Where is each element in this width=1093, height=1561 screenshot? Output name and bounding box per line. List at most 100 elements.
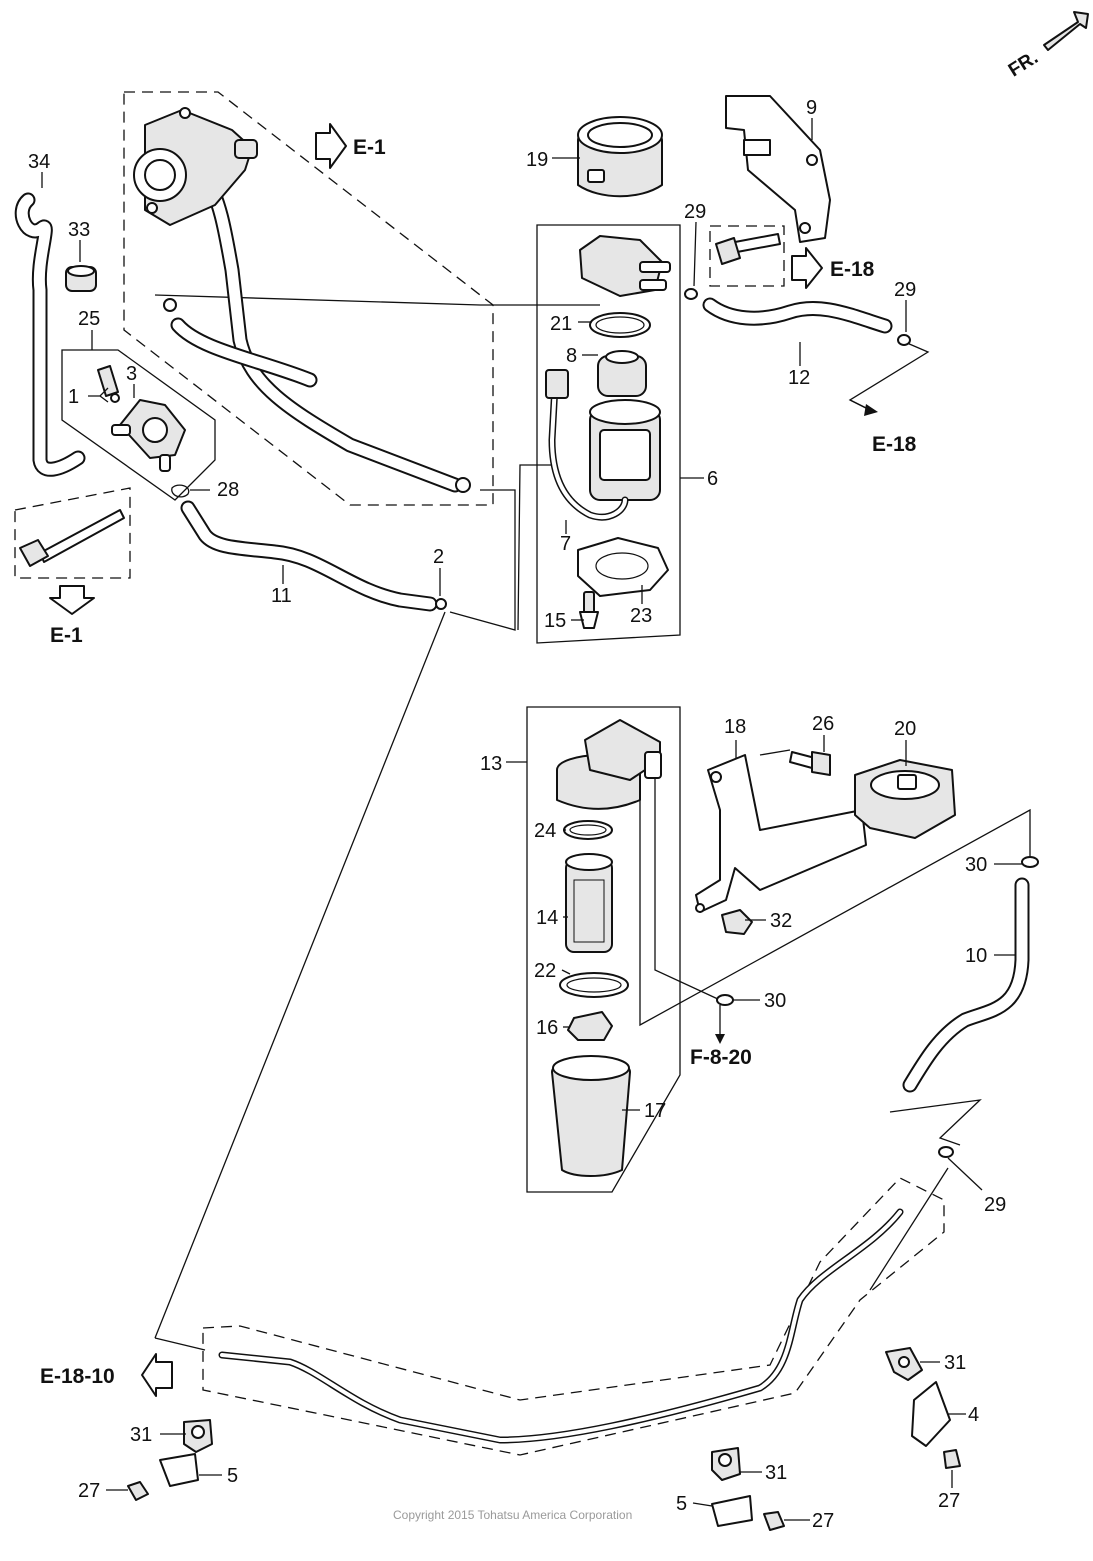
callout-27-right: 27 [938, 1490, 960, 1512]
callout-25: 25 [78, 308, 100, 330]
ref-arrow-e18-bracket-icon [791, 247, 823, 289]
copyright-notice: Copyright 2015 Tohatsu America Corporati… [393, 1508, 632, 1522]
callout-8: 8 [566, 345, 577, 367]
callout-13: 13 [480, 753, 502, 775]
leader-lines [154, 294, 1031, 1351]
callout-9: 9 [806, 97, 817, 119]
ref-e18-bracket: E-18 [830, 258, 875, 281]
callout-28: 28 [217, 479, 239, 501]
callout-15: 15 [544, 610, 566, 632]
callout-16: 16 [536, 1017, 558, 1039]
callout-31-bottom: 31 [765, 1462, 787, 1484]
part-30-clips [716, 856, 1039, 1006]
reference-labels: E-1 E-1 E-18 E-18 F-8-20 E-18-10 [40, 136, 917, 1388]
part-20-collar [854, 759, 956, 839]
part-11-hose [180, 500, 447, 612]
part-1-spring [97, 365, 120, 403]
callout-27-bottom: 27 [812, 1510, 834, 1532]
callout-31-right: 31 [944, 1352, 966, 1374]
callout-3: 3 [126, 363, 137, 385]
callout-2: 2 [433, 546, 444, 568]
part-14-element [565, 853, 613, 953]
callout-21: 21 [550, 313, 572, 335]
callout-12: 12 [788, 367, 810, 389]
part-9-bracket [725, 95, 831, 243]
ref-arrow-e1-left-icon [49, 585, 95, 615]
filter-group-6-frame [536, 224, 681, 644]
fuel-pipe [218, 1208, 904, 1444]
fuel-pump [133, 107, 471, 493]
callout-22: 22 [534, 960, 556, 982]
front-direction-indicator: FR. [1005, 11, 1089, 81]
callout-7: 7 [560, 533, 571, 555]
callout-31-left: 31 [130, 1424, 152, 1446]
front-arrow-icon [1043, 11, 1089, 51]
part-27-bolt-right [943, 1449, 961, 1469]
part-15-screw [579, 591, 599, 629]
part-8-float [597, 350, 647, 397]
callout-30-upper: 30 [965, 854, 987, 876]
callout-1: 1 [68, 386, 79, 408]
reference-arrows [49, 123, 878, 1397]
callout-4: 4 [968, 1404, 979, 1426]
callout-leaders [41, 118, 1022, 1521]
group-frames [61, 224, 681, 1193]
filter-13-head [556, 719, 662, 810]
filter-group-13-frame [526, 706, 681, 1193]
ref-arrow-e1-top-icon [315, 123, 347, 169]
part-18-bracket [695, 754, 867, 913]
pump-group-outline [123, 91, 494, 506]
callout-5-bottom: 5 [676, 1493, 687, 1515]
part-12-hose [702, 297, 893, 334]
part-10-hose [902, 877, 1030, 1093]
callout-18: 18 [724, 716, 746, 738]
front-label: FR. [1005, 47, 1042, 81]
callout-11: 11 [271, 585, 292, 607]
dashed-group-outlines [14, 91, 945, 1456]
callout-29-lower: 29 [984, 1194, 1006, 1216]
part-17-cup [551, 1055, 631, 1177]
callout-30-lower: 30 [764, 990, 786, 1012]
part-7-connector-hose [545, 369, 629, 521]
ref-e1-left: E-1 [50, 624, 83, 647]
filter-6-bowl [589, 399, 661, 501]
part-25-valve [111, 399, 186, 472]
part-16-nut [567, 1011, 613, 1041]
part-19-collar [577, 116, 663, 198]
fuel-pipe-outline [202, 1177, 945, 1456]
group-25-bracket [61, 349, 216, 501]
callout-24: 24 [534, 820, 556, 842]
callout-34: 34 [28, 151, 50, 173]
part-27-bolt-bottom [763, 1511, 785, 1531]
callout-14: 14 [536, 907, 558, 929]
part-23-gasket [577, 537, 669, 597]
ref-f820: F-8-20 [690, 1046, 752, 1069]
callout-17: 17 [644, 1100, 666, 1122]
callout-33: 33 [68, 219, 90, 241]
part-33-grommet [65, 265, 97, 292]
callout-32: 32 [770, 910, 792, 932]
long-bolt [19, 509, 125, 567]
callout-19: 19 [526, 149, 548, 171]
bolt-group-outline [14, 487, 131, 579]
callout-23: 23 [630, 605, 652, 627]
part-26-bolt [789, 751, 831, 776]
part-27-bolt-left [127, 1481, 149, 1501]
bracket-bolt [715, 233, 781, 265]
part-callouts: 34 33 25 1 3 28 11 2 19 9 29 29 21 8 12 … [28, 97, 1006, 1532]
part-34-rod [14, 192, 86, 477]
part-29-clips-upper [684, 288, 911, 346]
ref-e1-top: E-1 [353, 136, 386, 159]
ref-e1810: E-18-10 [40, 1365, 115, 1388]
callout-20: 20 [894, 718, 916, 740]
part-28-clip [171, 484, 190, 498]
ref-arrow-e1810-icon [141, 1353, 173, 1397]
callout-10: 10 [965, 945, 987, 967]
part-31-clamp-bottom [711, 1447, 741, 1481]
callout-26: 26 [812, 713, 834, 735]
callout-29-right: 29 [894, 279, 916, 301]
callout-29-top: 29 [684, 201, 706, 223]
part-31-clamp-right [885, 1347, 923, 1381]
part-4-bracket-right [911, 1381, 951, 1447]
